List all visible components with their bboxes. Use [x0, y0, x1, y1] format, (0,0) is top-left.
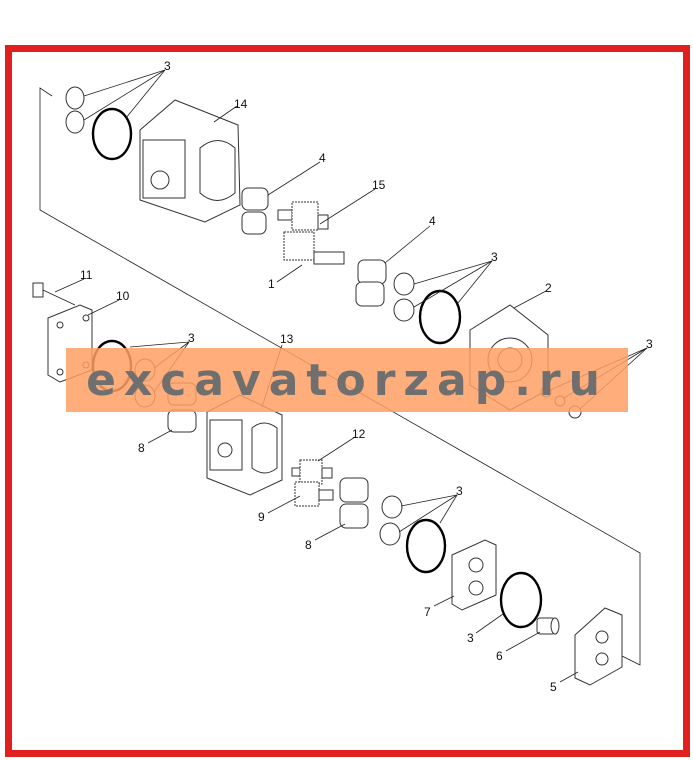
- o-ring: [405, 518, 447, 574]
- part-label: 8: [138, 441, 145, 455]
- part-label: 12: [352, 427, 366, 441]
- bolt-11: [32, 282, 76, 306]
- bushing-4: [355, 259, 387, 307]
- bearing-6: [536, 617, 560, 635]
- part-label: 9: [258, 510, 265, 524]
- plate-7: [451, 539, 497, 611]
- part-label: 1: [268, 277, 275, 291]
- seal-ring: [65, 86, 85, 110]
- part-label: 2: [545, 281, 552, 295]
- gear-shaft-15: [277, 201, 329, 231]
- seal-ring: [381, 495, 403, 519]
- o-ring: [418, 289, 462, 345]
- part-label: 8: [305, 538, 312, 552]
- part-label: 7: [424, 605, 431, 619]
- seal-ring: [379, 522, 401, 546]
- part-label: 15: [372, 178, 386, 192]
- bushing-4: [241, 187, 269, 235]
- watermark-text: excavatorzap.ru: [86, 354, 608, 406]
- o-ring: [91, 107, 133, 161]
- part-label: 6: [496, 649, 503, 663]
- housing-13: [206, 394, 283, 496]
- watermark-banner: excavatorzap.ru: [66, 348, 628, 412]
- part-label: 13: [280, 332, 294, 346]
- part-label: 10: [116, 289, 130, 303]
- seal-ring: [393, 298, 415, 322]
- part-label: 3: [467, 631, 474, 645]
- part-label: 3: [164, 59, 171, 73]
- part-label: 14: [234, 97, 248, 111]
- part-label: 3: [646, 337, 653, 351]
- o-ring: [499, 571, 543, 629]
- end-cover-5: [574, 607, 623, 686]
- gear-12: [291, 459, 333, 485]
- bushing-8: [339, 477, 369, 529]
- seal-ring: [393, 272, 415, 296]
- red-frame-border: [5, 45, 690, 757]
- part-label: 3: [491, 250, 498, 264]
- seal-ring: [65, 110, 85, 134]
- part-label: 11: [80, 268, 93, 282]
- drive-gear-shaft-1: [283, 231, 345, 265]
- part-label: 5: [550, 680, 557, 694]
- gear-shaft-9: [294, 481, 334, 507]
- part-label: 3: [188, 331, 195, 345]
- part-label: 4: [319, 151, 326, 165]
- part-label: 4: [429, 214, 436, 228]
- part-label: 3: [456, 484, 463, 498]
- housing-14: [139, 99, 241, 223]
